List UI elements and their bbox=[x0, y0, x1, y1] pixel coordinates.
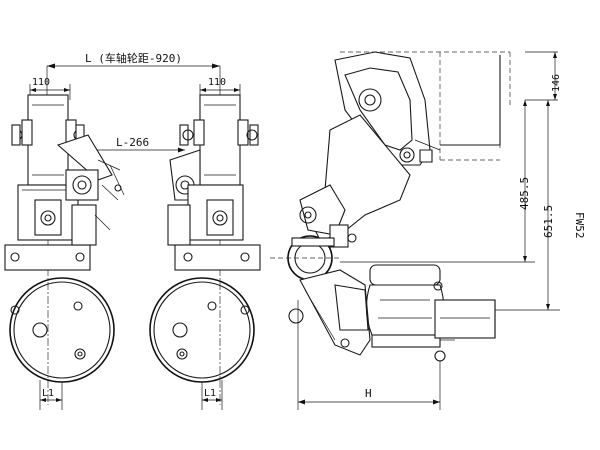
left-width-label: 110 bbox=[32, 77, 50, 88]
height-485-label: 485.5 bbox=[518, 177, 531, 210]
wheelbase-dimension: L (车轴轮距-920) bbox=[46, 51, 221, 95]
height-dimensions: 146 485.5 651.5 FW52 bbox=[340, 51, 586, 311]
right-offset-label: L1 bbox=[204, 388, 216, 399]
width-h-label: H bbox=[365, 387, 372, 400]
left-suspension-unit: L1 bbox=[4, 94, 115, 410]
left-offset-label: L1 bbox=[42, 388, 54, 399]
width-h-dimension: H bbox=[297, 300, 441, 410]
side-view-assembly bbox=[270, 51, 511, 362]
height-651-label: 651.5 bbox=[542, 205, 555, 238]
middle-suspension-unit: L1 bbox=[149, 94, 261, 410]
right-width-label: 110 bbox=[208, 77, 226, 88]
left-width-dimension: 110 bbox=[29, 77, 71, 100]
cross-linkage bbox=[56, 134, 125, 246]
model-label: FW52 bbox=[573, 212, 586, 239]
inner-gap-dimension: L-266 bbox=[88, 136, 185, 153]
wheelbase-label: L (车轴轮距-920) bbox=[85, 51, 182, 65]
height-146-label: 146 bbox=[551, 74, 562, 92]
inner-gap-label: L-266 bbox=[116, 136, 149, 149]
